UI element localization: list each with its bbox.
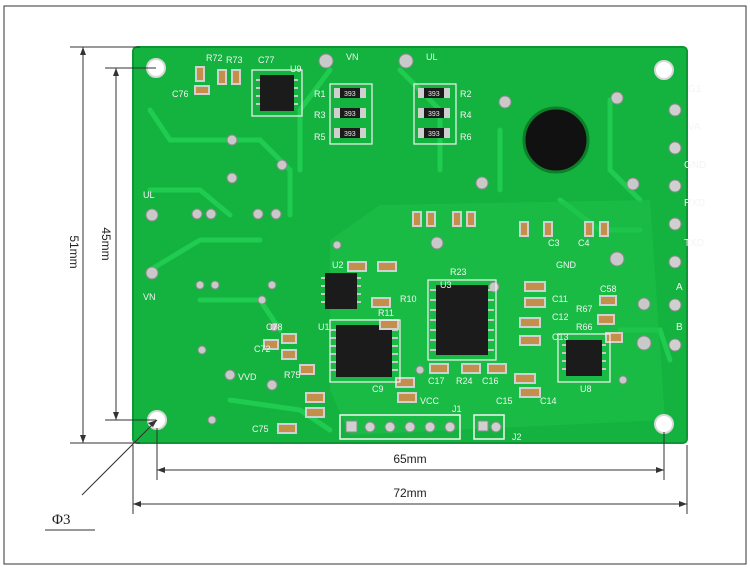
silk-r5: R5	[314, 132, 326, 142]
silk-r11: R11	[378, 308, 394, 318]
pcb-board-edge	[132, 46, 688, 444]
silk-r4: R4	[460, 110, 472, 120]
silk-r67: R67	[576, 304, 593, 314]
silk-c4: C4	[578, 238, 590, 248]
silk-gnd: GND	[556, 260, 577, 270]
silk-j2: J2	[512, 432, 522, 442]
svg-text:393: 393	[428, 91, 440, 98]
pin-label-va: VA	[688, 122, 701, 133]
silk-outlines	[251, 69, 611, 383]
pin-label-gnd: GND	[684, 160, 706, 171]
silk-c58: C58	[600, 284, 617, 294]
pin-label-a: A	[676, 282, 683, 293]
svg-text:393: 393	[428, 111, 440, 118]
photo-frame	[3, 5, 747, 565]
silk-c12: C12	[552, 312, 569, 322]
integrated-circuits	[260, 75, 602, 377]
silk-r3: R3	[314, 110, 326, 120]
resistor-marks: 393 393 393 393 393 393	[344, 91, 440, 138]
silk-u2: U2	[332, 260, 344, 270]
silk-ul-left: UL	[143, 190, 155, 200]
silk-r75: R75	[284, 370, 301, 380]
silk-u9: U9	[290, 64, 302, 74]
dim-width-outer: 72mm	[393, 486, 426, 500]
svg-text:393: 393	[344, 131, 356, 138]
pin-pads	[668, 103, 682, 352]
dim-hole-diameter: Φ3	[52, 512, 70, 528]
large-hole	[522, 106, 590, 174]
silk-vn-left: VN	[143, 292, 156, 302]
pin-label-g1: G1	[688, 84, 702, 95]
header-j2	[473, 414, 505, 440]
svg-text:393: 393	[428, 131, 440, 138]
silk-r2: R2	[460, 89, 472, 99]
dimension-arrows	[80, 47, 687, 507]
silk-r1: R1	[314, 89, 326, 99]
silk-r10: R10	[400, 294, 417, 304]
silk-c9: C9	[372, 384, 384, 394]
header-j1-pins	[345, 420, 456, 433]
silk-c77: C77	[258, 55, 275, 65]
svg-text:393: 393	[344, 91, 356, 98]
silk-c14: C14	[540, 396, 557, 406]
silk-c17: C17	[428, 376, 445, 386]
silk-j1: J1	[452, 404, 462, 414]
svg-text:393: 393	[344, 111, 356, 118]
pin-label-b: B	[676, 322, 683, 333]
pin-label-txd: TXD	[684, 238, 704, 249]
component-area	[330, 200, 665, 435]
dim-height-outer: 51mm	[67, 235, 81, 268]
vias	[145, 53, 652, 425]
silk-r72: R72	[206, 53, 223, 63]
silk-c16: C16	[482, 376, 499, 386]
dim-height-inner: 45mm	[99, 227, 113, 260]
silk-labels: R72 R73 C77 C76 U9 VN UL R1 R3 R5 R2 R4 …	[143, 52, 617, 442]
silk-c3: C3	[548, 238, 560, 248]
silk-c75: C75	[252, 424, 269, 434]
smd-resistors	[334, 88, 450, 138]
silk-r66: R66	[576, 322, 593, 332]
silk-u3: U3	[440, 280, 452, 290]
smd-capacitors	[194, 66, 623, 434]
silk-u8: U8	[580, 384, 592, 394]
silk-u1: U1	[318, 322, 330, 332]
silk-vvd: VVD	[238, 372, 257, 382]
dimension-lines	[45, 46, 688, 531]
ic-leads	[256, 79, 606, 371]
silk-vn-top: VN	[346, 52, 359, 62]
header-j1	[339, 414, 461, 440]
silk-c13: C13	[552, 332, 569, 342]
silk-ul-top: UL	[426, 52, 438, 62]
silk-c11: C11	[552, 294, 568, 304]
silk-c15: C15	[496, 396, 513, 406]
pin-label-rxd: RXD	[684, 198, 705, 209]
header-j2-pins	[477, 420, 502, 433]
silk-c72: C72	[254, 344, 271, 354]
silk-vcc: VCC	[420, 396, 440, 406]
silk-c78: C78	[266, 322, 283, 332]
silk-c76: C76	[172, 89, 189, 99]
silk-r6: R6	[460, 132, 472, 142]
pin-labels: G1 VA GND RXD TXD A B	[676, 84, 706, 333]
silk-r24: R24	[456, 376, 473, 386]
silk-r73: R73	[226, 55, 243, 65]
silk-r23: R23	[450, 267, 467, 277]
dim-width-inner: 65mm	[393, 452, 426, 466]
